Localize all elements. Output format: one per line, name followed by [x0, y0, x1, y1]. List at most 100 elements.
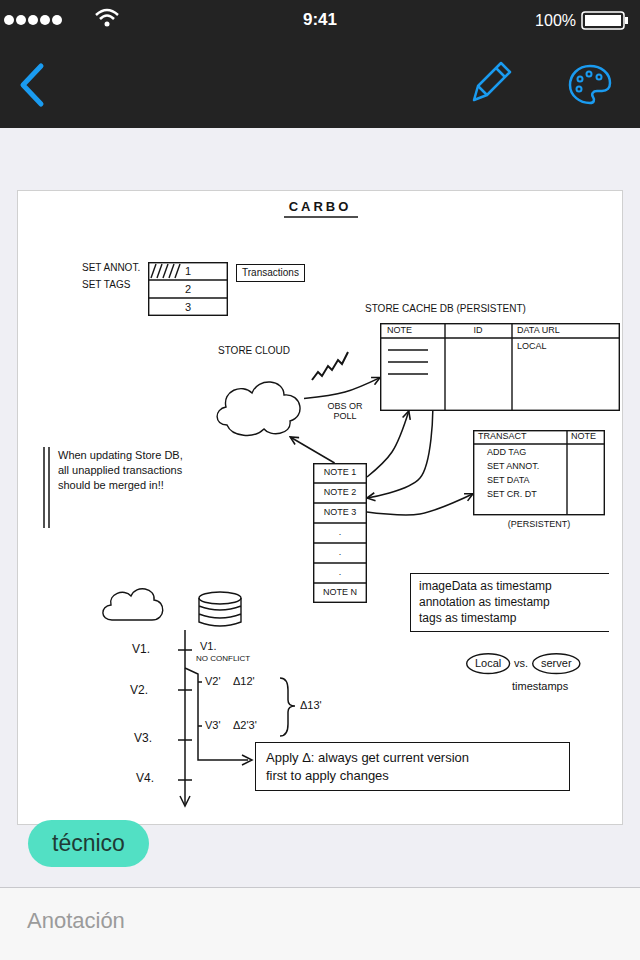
- pencil-icon: [478, 68, 505, 95]
- node-text: NOTE: [571, 431, 596, 442]
- node-outline: [212, 373, 304, 437]
- palette-icon: [577, 87, 582, 92]
- node-text: DATA URL: [517, 325, 560, 336]
- note-bar: [48, 447, 50, 528]
- version-label: V2': [205, 675, 221, 688]
- version-label: V3': [205, 719, 221, 732]
- circled-word: Local: [466, 653, 510, 674]
- cloud-outline: [217, 382, 300, 435]
- circled-outline: [467, 654, 510, 674]
- stack-outline: [149, 263, 228, 316]
- delta-label: Δ12': [233, 675, 255, 688]
- battery-icon: [585, 15, 621, 26]
- timeline-axis: [184, 630, 186, 804]
- node-text: TRANSACT: [478, 431, 527, 442]
- edge-label: OBS OR POLL: [324, 401, 366, 422]
- cache-table: STORE CACHE DB (PERSISTENT)NOTEIDDATA UR…: [380, 323, 620, 411]
- node-text: (PERSISTENT): [508, 519, 571, 530]
- transaction-stack: 1 2 3: [148, 262, 228, 316]
- timeline-arrowhead: [180, 796, 190, 806]
- timestamp-label: timestamps: [512, 680, 568, 693]
- node-text: NOTE 3: [324, 507, 357, 518]
- circled-outline: [533, 654, 580, 674]
- node-text: NOTE: [387, 325, 412, 336]
- node-text: 1: [185, 265, 191, 278]
- table-column: [566, 430, 567, 515]
- node-text: NOTE 1: [324, 467, 357, 478]
- table-column: [444, 323, 445, 411]
- stack-divider: [313, 582, 367, 583]
- node-text: Apply Δ: always get current version firs…: [266, 749, 486, 784]
- signal-zigzag: [312, 352, 348, 380]
- stack-hatch: [169, 264, 174, 278]
- node-text: SET ANNOT.: [487, 461, 539, 472]
- stack-divider: [148, 279, 228, 280]
- stack-hatch: [151, 264, 156, 278]
- node-text: Transactions: [242, 267, 299, 279]
- field-divider: [0, 887, 640, 888]
- node-text: .: [339, 547, 342, 558]
- delta-label: Δ2'3': [233, 719, 257, 732]
- title-underline: [284, 216, 358, 217]
- circled-word: server: [532, 653, 581, 674]
- palette-icon: [570, 66, 610, 103]
- node-text: .: [339, 527, 342, 538]
- node-text: STORE CLOUD: [218, 345, 290, 357]
- sketch-card: [18, 191, 623, 825]
- status-clock: 9:41: [303, 10, 337, 30]
- delta-brace: [280, 678, 295, 736]
- table-outline: [474, 431, 605, 515]
- node-text: técnico: [52, 820, 125, 867]
- flow-arrow: [367, 411, 433, 498]
- battery-icon: [582, 12, 624, 29]
- top-bar: [0, 0, 640, 128]
- version-label: V2.: [130, 683, 148, 697]
- transaction-label: SET TAGS: [82, 279, 130, 291]
- node-outline: [380, 323, 620, 411]
- conflict-note: NO CONFLICT: [196, 654, 250, 664]
- version-label: V1.: [200, 640, 217, 653]
- table-row-dash: [388, 361, 428, 362]
- note-text: When updating Store DB, all unapplied tr…: [58, 448, 183, 493]
- apply-box: Apply Δ: always get current version firs…: [255, 742, 570, 791]
- stack-divider: [313, 482, 367, 483]
- signal-dot: [16, 15, 26, 25]
- node-text: STORE CACHE DB (PERSISTENT): [365, 303, 526, 315]
- node-text: SET DATA: [487, 475, 530, 486]
- table-row-dash: [388, 373, 428, 374]
- version-label: V4.: [136, 771, 154, 785]
- table-header-rule: [473, 443, 605, 444]
- flow-arrow: [304, 378, 380, 399]
- battery-icon: [625, 17, 628, 24]
- branch-arrowhead: [242, 755, 252, 765]
- transaction-label: SET ANNOT.: [82, 262, 140, 274]
- note-stack: NOTE 1NOTE 2NOTE 3...NOTE N: [313, 463, 367, 603]
- annotation-placeholder: Anotación: [27, 908, 125, 934]
- node-text: imageData as timestamp annotation as tim…: [419, 578, 569, 627]
- signal-dot: [28, 15, 38, 25]
- wifi-icon: [105, 22, 110, 27]
- version-label: V3.: [134, 731, 152, 745]
- node-text: 3: [185, 301, 191, 314]
- node-text: SET CR. DT: [487, 489, 537, 500]
- palette-icon: [578, 77, 583, 82]
- node-text: ID: [474, 325, 483, 336]
- database-sketch: [199, 598, 241, 626]
- node-text: NOTE 2: [324, 487, 357, 498]
- table-header-rule: [380, 337, 620, 338]
- table-row-dash: [388, 349, 428, 350]
- database-sketch: [199, 592, 241, 604]
- signal-dot: [4, 15, 14, 25]
- table-outline: [381, 324, 620, 411]
- page-ground: [0, 128, 640, 888]
- palette-icon: [597, 75, 602, 80]
- node-text: LOCAL: [517, 341, 547, 352]
- back-chevron: [23, 66, 41, 104]
- delta-label: Δ13': [300, 699, 322, 712]
- pencil-icon: [474, 63, 510, 100]
- node-text: 2: [185, 283, 191, 296]
- stack-divider: [148, 297, 228, 298]
- diagram-title: CARBO: [289, 199, 352, 215]
- stack-divider: [313, 562, 367, 563]
